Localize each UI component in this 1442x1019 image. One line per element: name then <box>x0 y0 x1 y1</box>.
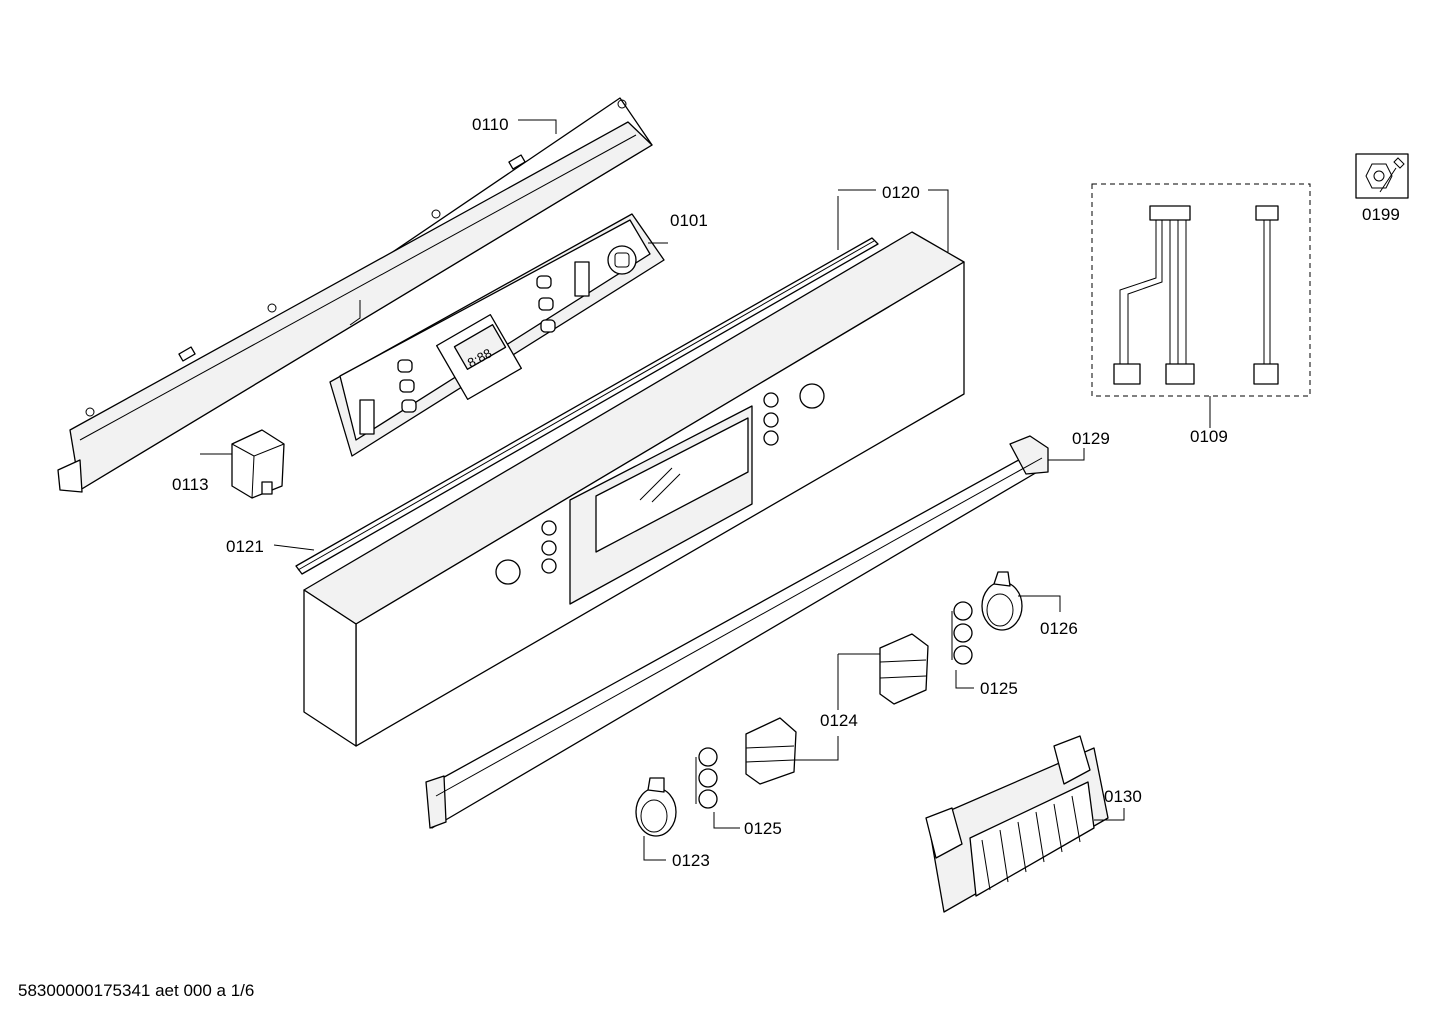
label-0129: 0129 <box>1072 429 1110 448</box>
label-0113: 0113 <box>172 475 209 494</box>
connector-housing-0130[interactable] <box>925 735 1109 913</box>
wiring-harness-0109[interactable] <box>1091 183 1311 397</box>
button-cluster-0125-lower[interactable] <box>695 747 718 809</box>
label-0125-upper: 0125 <box>980 679 1018 698</box>
control-panel-0120[interactable] <box>303 231 965 747</box>
label-0101: 0101 <box>670 211 708 230</box>
wrench-nut-icon <box>1355 153 1409 199</box>
seal-strip-0121[interactable] <box>295 237 879 575</box>
mounting-rail-0110[interactable] <box>57 97 653 493</box>
document-code: 58300000175341 aet 000 a 1/6 <box>18 981 255 1000</box>
label-0120: 0120 <box>882 183 920 202</box>
label-0123: 0123 <box>672 851 710 870</box>
trim-strip-0129[interactable] <box>425 435 1049 829</box>
knob-0126[interactable] <box>981 571 1023 631</box>
switch-block-0124[interactable] <box>745 633 929 785</box>
label-0124: 0124 <box>820 711 858 730</box>
label-0125-lower: 0125 <box>744 819 782 838</box>
button-cluster-0125-upper[interactable] <box>951 601 973 665</box>
label-0121: 0121 <box>226 537 264 556</box>
label-0109: 0109 <box>1190 427 1228 446</box>
label-0126: 0126 <box>1040 619 1078 638</box>
leader-lines <box>200 119 1211 861</box>
label-0110: 0110 <box>472 115 509 134</box>
label-0130: 0130 <box>1104 787 1142 806</box>
knob-0123[interactable] <box>635 777 677 837</box>
label-0199: 0199 <box>1362 205 1400 224</box>
bracket-0113[interactable] <box>231 429 285 499</box>
control-module-0101[interactable]: 8:88 <box>329 213 665 457</box>
